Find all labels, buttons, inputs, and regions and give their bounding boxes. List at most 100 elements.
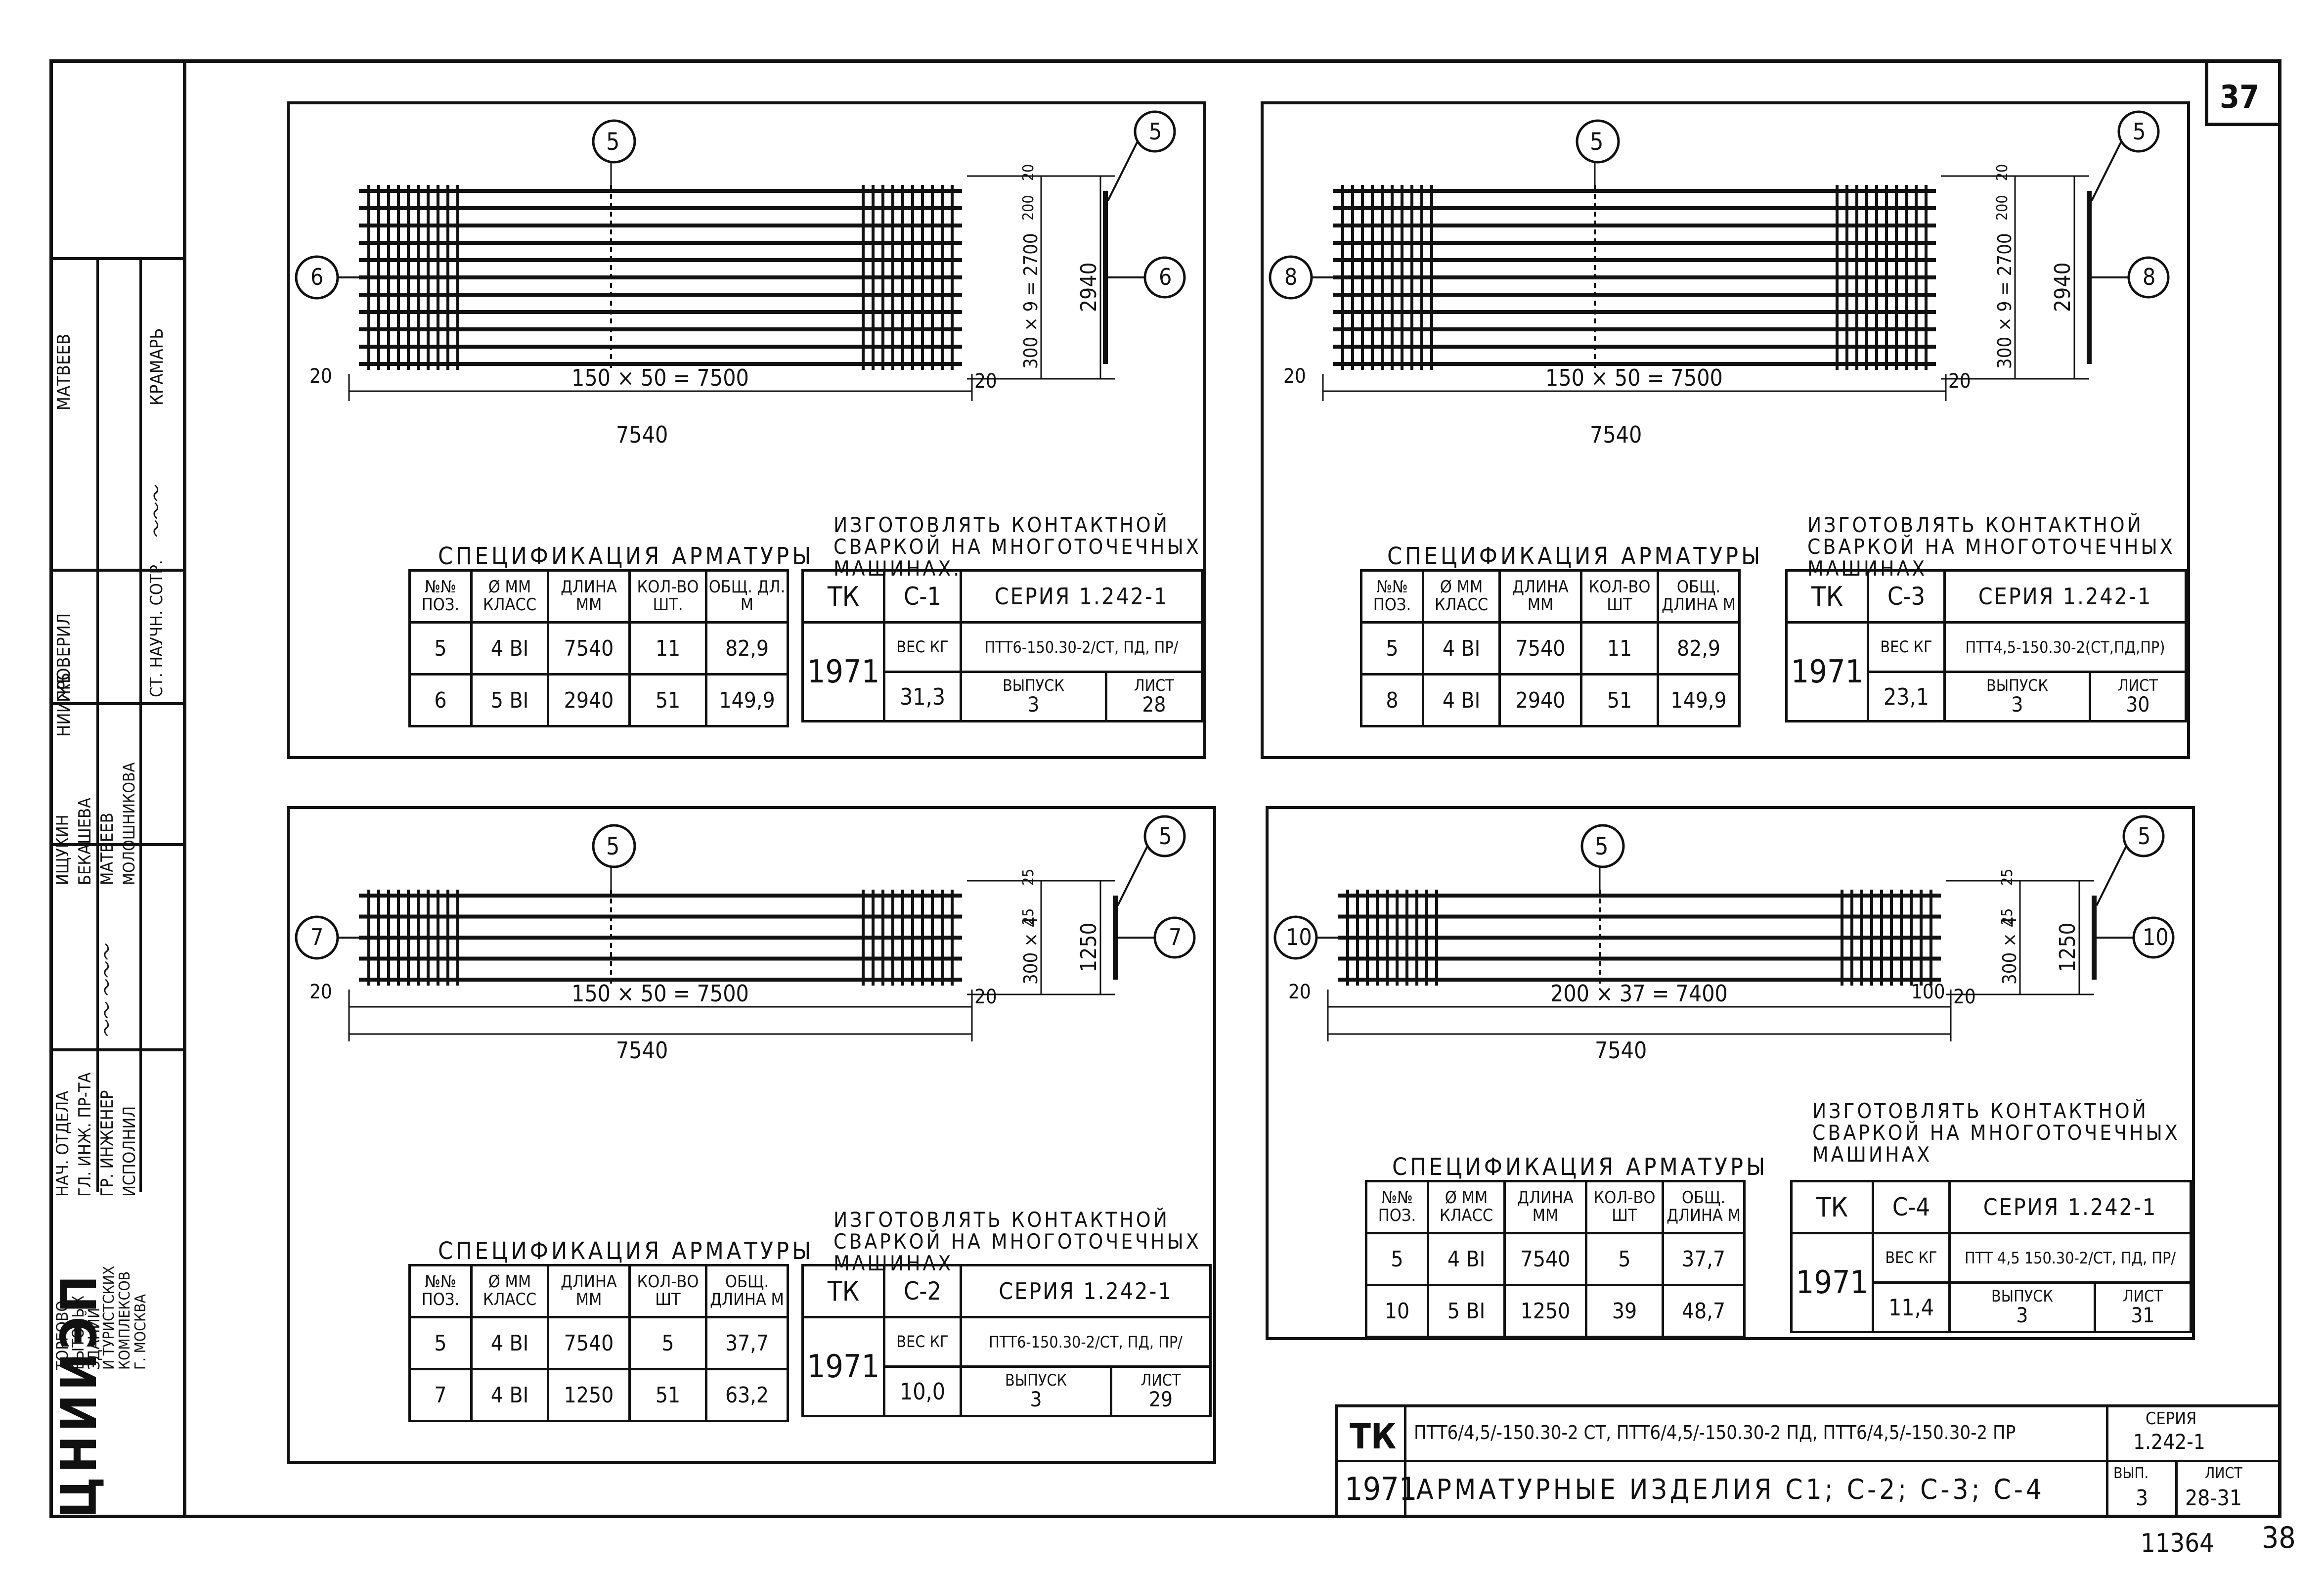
weight-label: ВЕС КГ: [1867, 621, 1946, 673]
spec-cell: 5: [1360, 621, 1424, 676]
width-dim: 150 × 50 = 7500: [1545, 364, 1723, 391]
spec-cell: 51: [628, 673, 707, 727]
role-2: ГЛ. ИНЖ. ПР-ТА: [75, 1072, 95, 1197]
note-line-1: ИЗГОТОВЛЯТЬ КОНТАКТНОЙ: [833, 1208, 1170, 1232]
issue-label: ВЫПУСК: [1991, 1286, 2053, 1306]
marker-left-label: 10: [1286, 924, 1312, 950]
sidebar-stamp: [53, 257, 183, 1518]
sheet: 29: [1148, 1387, 1173, 1412]
spec-cell: 37,7: [705, 1316, 789, 1370]
spec-cell: 5: [408, 1316, 473, 1370]
tk-label: ТК: [801, 1264, 885, 1318]
tb-series: 1.242-1: [2133, 1430, 2205, 1454]
spec-cell: 7: [408, 1368, 473, 1422]
spec-cell: 8: [1360, 673, 1424, 727]
note-line-1: ИЗГОТОВЛЯТЬ КОНТАКТНОЙ: [1807, 513, 2144, 537]
spec-header: ДЛИНА ММ: [1503, 1180, 1587, 1234]
width-end-left: 20: [309, 981, 332, 1003]
role-3: ГР. ИНЖЕНЕР: [97, 1090, 117, 1197]
spec-header: ДЛИНА ММ: [547, 569, 631, 624]
note-line-2: СВАРКОЙ НА МНОГОТОЧЕЧНЫХ: [1807, 535, 2175, 559]
spec-cell: 51: [1580, 673, 1659, 727]
width-end-right-2: 20: [1953, 986, 1976, 1008]
product: ПТТ6-150.30-2/СТ, ПД, ПР/: [960, 1316, 1212, 1368]
side-marker-right-label: 6: [1159, 264, 1172, 290]
width-end-right: 20: [974, 986, 997, 1008]
height-dim: 300 × 4: [1020, 916, 1042, 985]
spec-header: ОБЩ. ДЛИНА М: [1657, 569, 1741, 624]
side-marker-top-label: 5: [2133, 118, 2146, 145]
spec-cell: 39: [1585, 1284, 1664, 1338]
spec-cell: 149,9: [705, 673, 789, 727]
outer-frame: [49, 59, 2281, 1518]
spec-cell: 11: [1580, 621, 1659, 676]
check-signature: 〜〜〜: [147, 485, 167, 539]
spec-cell: 4 ВI: [1422, 621, 1501, 676]
tb-issue-label: ВЫП.: [2113, 1465, 2149, 1482]
side-marker-right-label: 7: [1169, 924, 1182, 950]
height-dim: 300 × 9 = 2700: [1994, 233, 2016, 369]
weight-label: ВЕС КГ: [883, 621, 962, 673]
sheet-label: ЛИСТ: [2117, 676, 2158, 695]
spec-header: ДЛИНА ММ: [1498, 569, 1582, 624]
side-marker-top: [1143, 815, 1186, 857]
spec-header: Ø ММ КЛАСС: [1422, 569, 1501, 624]
side-marker-right-label: 10: [2143, 924, 2169, 950]
tk-label: ТК: [1790, 1180, 1874, 1234]
spec-cell: 7540: [547, 1316, 631, 1370]
spec-cell: 11: [628, 621, 707, 676]
spec-cell: 5 ВI: [470, 673, 549, 727]
side-marker-top-label: 5: [1149, 118, 1162, 145]
spec-cell: 6: [408, 673, 473, 727]
logo: ЦНИИЭП: [50, 1271, 108, 1518]
mesh-drawing: [295, 110, 1186, 401]
sheet-number: 37: [2220, 79, 2260, 116]
spec-cell: 63,2: [705, 1368, 789, 1422]
marker-left-label: 7: [310, 924, 324, 950]
position-marker-top: [1580, 824, 1625, 868]
left-binding-line: [49, 59, 53, 1518]
position-marker-top: [592, 119, 636, 164]
spec-cell: 10: [1365, 1284, 1429, 1338]
org-line-6: Г. МОСКВА: [132, 1294, 149, 1370]
mesh-drawing: [1269, 110, 2170, 401]
issue-label: ВЫПУСК: [1986, 676, 2048, 695]
tb-title: АРМАТУРНЫЕ ИЗДЕЛИЯ С1; С-2; С-3; С-4: [1416, 1474, 2045, 1506]
tb-series-label: СЕРИЯ: [2146, 1409, 2197, 1429]
year: 1971: [801, 621, 885, 722]
spec-cell: 4 ВI: [470, 1316, 549, 1370]
height-total: 1250: [2055, 922, 2080, 972]
sheet-label: ЛИСТ: [1140, 1370, 1181, 1390]
check-org: НИИЖБ: [54, 673, 74, 737]
width-total: 7540: [616, 1037, 668, 1064]
width-end-right: 20: [974, 370, 997, 393]
spec-cell: 149,9: [1657, 673, 1741, 727]
mark: С-3: [1867, 569, 1946, 624]
tk-label: ТК: [801, 569, 885, 624]
title-block: ТК 1971 ПТТ6/4,5/-150.30-2 СТ, ПТТ6/4,5/…: [1335, 1404, 2281, 1518]
height-end-top: 20: [1020, 164, 1037, 181]
note-line-3: МАШИНАХ: [1812, 1142, 1932, 1167]
spec-cell: 1250: [547, 1368, 631, 1422]
spec-header: КОЛ-ВО ШТ: [1580, 569, 1659, 624]
weight: 31,3: [883, 671, 962, 722]
note-line-2: СВАРКОЙ НА МНОГОТОЧЕЧНЫХ: [1812, 1121, 2180, 1145]
spec-cell: 7540: [547, 621, 631, 676]
spec-cell: 7540: [1498, 621, 1582, 676]
spec-header: №№ ПОЗ.: [408, 1264, 473, 1318]
product: ПТТ6-150.30-2/СТ, ПД, ПР/: [960, 621, 1203, 673]
spec-header: ОБЩ. ДЛИНА М: [1662, 1180, 1746, 1234]
side-marker-top: [2117, 110, 2160, 153]
